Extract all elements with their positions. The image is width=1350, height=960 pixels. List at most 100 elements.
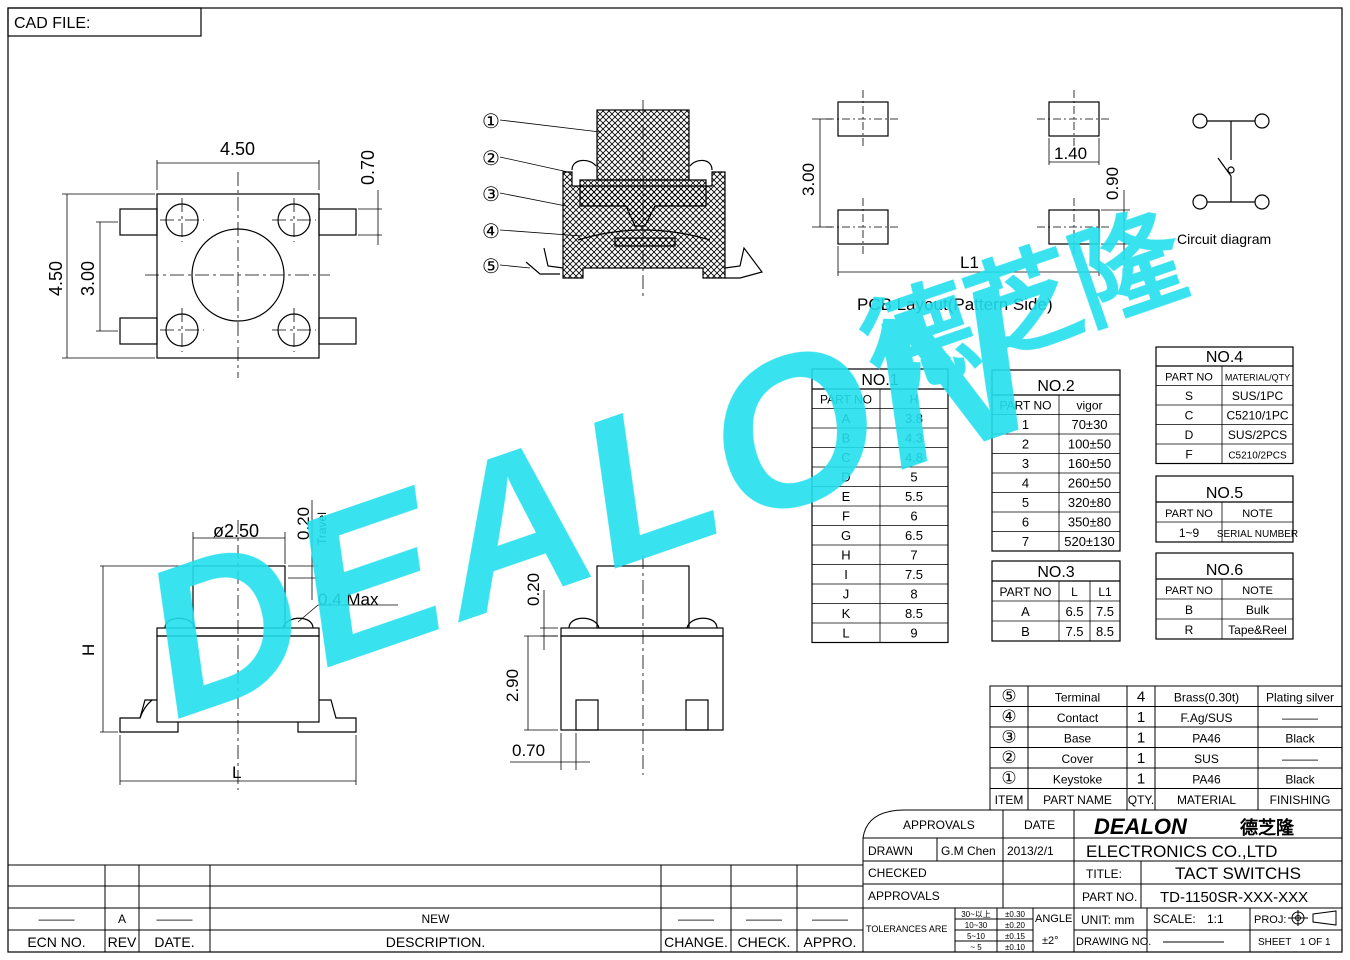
table1-header-1: H xyxy=(910,393,919,407)
tb-sheet-value: 1 OF 1 xyxy=(1300,937,1331,948)
end-view xyxy=(510,555,724,775)
bom-cell: ④ xyxy=(1001,707,1016,726)
pcb-pad-width-dim: 1.40 xyxy=(1054,144,1087,163)
bom-header-3: MATERIAL xyxy=(1177,793,1236,807)
tb-date-header: DATE xyxy=(1024,818,1055,832)
pcb-layout xyxy=(812,90,1130,276)
table2-cell: 4 xyxy=(1022,476,1029,491)
table2-cell: 7 xyxy=(1022,534,1029,549)
end-pad-dim: 0.70 xyxy=(512,741,545,760)
tb-angle-label: ANGLE xyxy=(1035,913,1072,925)
side-view xyxy=(100,500,398,790)
table2-cell: 5 xyxy=(1022,495,1029,510)
table5-grid xyxy=(1155,475,1294,543)
tol-range: 5~10 xyxy=(967,932,986,941)
table2-header-1: vigor xyxy=(1076,399,1102,413)
table1-cell: E xyxy=(842,489,851,504)
table4-cell: F xyxy=(1185,448,1192,462)
table1-cell: 8 xyxy=(910,587,917,602)
bom-cell: 1 xyxy=(1137,730,1145,747)
table1-cell: F xyxy=(842,509,850,524)
top-pad-dim: 0.70 xyxy=(358,150,378,185)
side-travel-label: Travel xyxy=(315,512,329,545)
bom-cell: SUS xyxy=(1194,752,1219,766)
bom-cell: Plating silver xyxy=(1266,691,1334,705)
revision-header-4: CHANGE. xyxy=(664,934,728,950)
table4-cell: C5210/1PC xyxy=(1226,409,1288,423)
tb-company: ELECTRONICS CO.,LTD xyxy=(1086,842,1277,861)
bom-cell: ——— xyxy=(1282,711,1318,725)
cad-file-label: CAD FILE: xyxy=(14,15,90,32)
cad-file-box xyxy=(7,7,202,37)
top-height-dim: 4.50 xyxy=(46,261,66,296)
bom-cell: Terminal xyxy=(1055,691,1100,705)
side-l-label: L xyxy=(232,763,241,782)
revision-cell-4: ——— xyxy=(678,912,714,926)
tol-range: 10~30 xyxy=(965,921,988,930)
revision-cell-5: ——— xyxy=(746,912,782,926)
tb-angle-value: ±2° xyxy=(1042,935,1059,947)
side-dia-dim: ø2.50 xyxy=(213,521,259,541)
table3-cell: 7.5 xyxy=(1096,604,1114,619)
table1-cell: A xyxy=(842,411,851,426)
bom-header-1: PART NAME xyxy=(1043,793,1112,807)
table3-title: NO.3 xyxy=(1037,564,1074,581)
table3-cell: 7.5 xyxy=(1065,624,1083,639)
bom-cell: PA46 xyxy=(1192,732,1221,746)
table1-cell: 8.5 xyxy=(905,606,923,621)
table5-cell: SERIAL NUMBER xyxy=(1217,529,1298,540)
tb-checked-label: CHECKED xyxy=(868,866,927,880)
bom-header-4: FINISHING xyxy=(1270,793,1331,807)
tb-approvals-header: APPROVALS xyxy=(903,818,975,832)
table3-cell: B xyxy=(1021,624,1030,639)
table6-grid xyxy=(1155,552,1294,640)
table1-grid xyxy=(811,368,949,644)
table1-title: NO.1 xyxy=(861,372,898,389)
table1-cell: L xyxy=(842,626,849,641)
revision-header-2: DATE. xyxy=(154,934,194,950)
sheet-border xyxy=(7,7,1343,953)
title-block xyxy=(862,809,1342,952)
table2-grid xyxy=(991,369,1121,552)
table4-header-1: MATERIAL/QTY xyxy=(1225,373,1290,383)
end-gap-dim: 0.20 xyxy=(524,573,543,606)
table2-cell: 350±80 xyxy=(1068,515,1111,530)
bom-cell: Keystoke xyxy=(1053,773,1103,787)
end-height-dim: 2.90 xyxy=(503,669,522,702)
table2-cell: 260±50 xyxy=(1068,476,1111,491)
revision-block xyxy=(8,864,863,952)
table4-cell: S xyxy=(1185,389,1193,403)
table4-header-0: PART NO xyxy=(1165,372,1213,384)
tol-range: 30~以上 xyxy=(961,910,991,919)
bom-cell: 1 xyxy=(1137,709,1145,726)
table6-title: NO.6 xyxy=(1206,562,1243,579)
table5-cell: 1~9 xyxy=(1179,526,1200,540)
bom-cell: Base xyxy=(1064,732,1092,746)
tb-sheet-label: SHEET xyxy=(1258,937,1291,948)
table6-header-0: PART NO xyxy=(1165,585,1213,597)
callout-5: ⑤ xyxy=(482,256,500,278)
table1-cell: 5 xyxy=(910,470,917,485)
side-max-label: 0.4 Max xyxy=(318,590,379,609)
projection-symbol-icon xyxy=(1288,910,1337,926)
tb-drawn-by: G.M Chen xyxy=(941,844,996,858)
table3-header-1: L xyxy=(1071,585,1078,599)
bom-cell: ② xyxy=(1001,748,1016,767)
table4-cell: D xyxy=(1185,428,1194,442)
table2-cell: 520±130 xyxy=(1064,534,1115,549)
tb-proj-label: PROJ: xyxy=(1254,914,1286,926)
bom-cell: 4 xyxy=(1137,689,1145,706)
revision-header-0: ECN NO. xyxy=(27,934,85,950)
tb-part-no: TD-1150SR-XXX-XXX xyxy=(1160,889,1308,906)
bom-cell: Black xyxy=(1285,773,1315,787)
bom-cell: PA46 xyxy=(1192,773,1221,787)
tb-scale: 1:1 xyxy=(1207,912,1224,926)
tb-unit: UNIT: mm xyxy=(1081,913,1134,927)
table2-cell: 3 xyxy=(1022,456,1029,471)
tb-approvals-label: APPROVALS xyxy=(868,889,940,903)
table5-header-1: NOTE xyxy=(1242,508,1273,520)
bom-cell: 1 xyxy=(1137,750,1145,767)
